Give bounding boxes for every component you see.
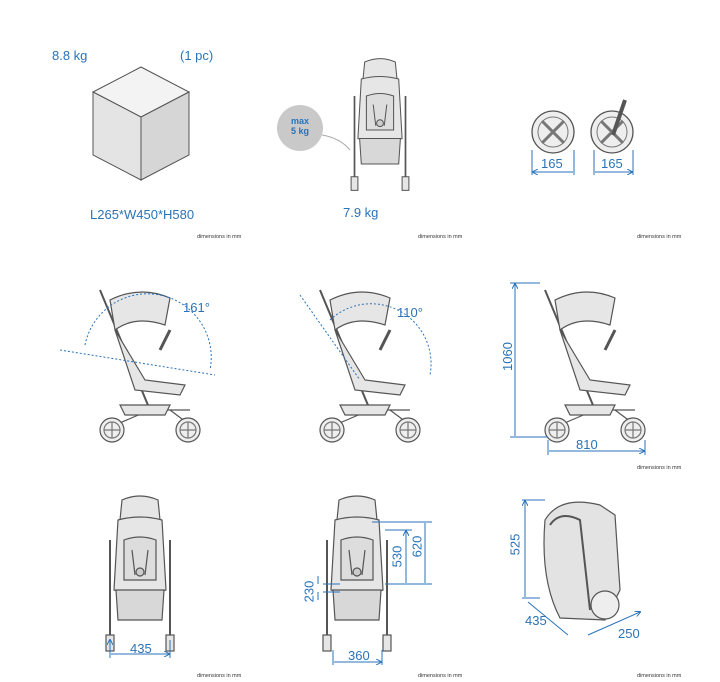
- backrest-height: 530: [389, 545, 405, 568]
- front-wheel-drawing: [590, 99, 634, 154]
- rear-wheel-drawing: [531, 110, 575, 154]
- dimensions-note: dimensions in mm: [197, 234, 242, 240]
- front-view-drawing: [105, 495, 175, 652]
- recline-max-angle: 161°: [183, 300, 210, 315]
- folded-height: 525: [507, 533, 523, 556]
- folded-width: 250: [618, 626, 640, 641]
- package-weight: 8.8 kg: [52, 48, 88, 63]
- basket-weight-badge: [277, 105, 323, 151]
- front-view-dims-drawing: [322, 495, 392, 652]
- seat-back-height: 620: [409, 535, 425, 558]
- stroller-drawing: [350, 57, 410, 192]
- folded-length: 435: [525, 613, 547, 628]
- folded-stroller-drawing: [543, 501, 621, 621]
- side-view-drawing: [545, 290, 645, 442]
- stroller-weight: 7.9 kg: [343, 205, 379, 220]
- basket-max-value: 5 kg: [290, 126, 309, 136]
- dimensions-note: dimensions in mm: [197, 673, 242, 679]
- side-length: 810: [576, 437, 598, 452]
- rear-wheel-diameter: 165: [541, 156, 563, 171]
- recline-min-angle: 110°: [397, 305, 423, 320]
- package-quantity: (1 pc): [180, 48, 214, 63]
- wheelbase-width: 360: [348, 648, 370, 663]
- dimensions-note: dimensions in mm: [418, 673, 463, 679]
- dimensions-note: dimensions in mm: [418, 234, 463, 240]
- dimensions-note: dimensions in mm: [637, 234, 682, 240]
- dimensions-note: dimensions in mm: [637, 465, 682, 471]
- package-box-drawing: [91, 66, 191, 181]
- front-width: 435: [130, 641, 152, 656]
- dimensions-note: dimensions in mm: [637, 673, 682, 679]
- seat-height: 230: [301, 580, 317, 603]
- basket-max-label: max: [290, 116, 309, 126]
- package-size: L265*W450*H580: [90, 207, 195, 222]
- front-wheel-diameter: 165: [601, 156, 623, 171]
- side-height: 1060: [499, 342, 515, 371]
